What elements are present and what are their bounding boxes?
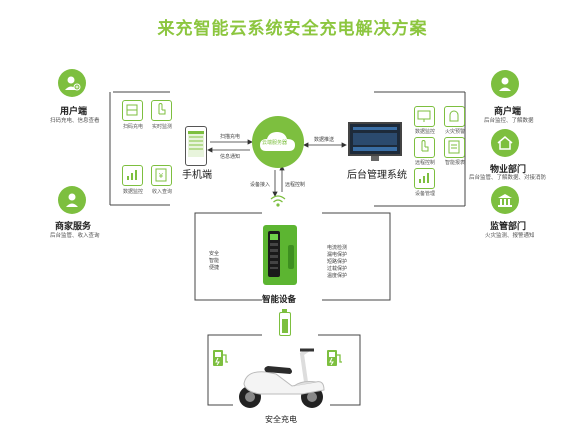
- phone-end-label: 手机端: [182, 170, 212, 181]
- supervision-dept-icon: [491, 186, 519, 214]
- merchant-end-icon: [491, 70, 519, 98]
- merchant-end-desc: 后台监控、了解数据: [484, 118, 534, 124]
- remote-control-icon: [414, 137, 435, 158]
- arrow-data-push-label: 数据推送: [314, 137, 335, 143]
- data-monitoring-label: 数据监控: [414, 129, 435, 135]
- arrow-scan-charge-label: 扫描充电: [220, 134, 241, 140]
- fire-warning-icon: [444, 106, 465, 127]
- device-protect-2: 漏电保护: [327, 252, 348, 258]
- cloud-server-node: [252, 116, 304, 168]
- merchant-end-label: 商户端: [494, 107, 522, 117]
- device-feature-safe: 安全: [209, 251, 220, 257]
- realtime-monitor-label: 实时监测: [151, 124, 172, 130]
- battery-icon: [279, 309, 291, 336]
- fire-warning-label: 火灾预警: [444, 129, 465, 135]
- property-dept-icon: [491, 129, 519, 157]
- wifi-icon: [270, 195, 286, 207]
- svg-text:¥: ¥: [159, 172, 164, 180]
- data-monitor-label: 数据监控: [122, 189, 143, 195]
- merchant-service-label: 商家服务: [55, 222, 92, 232]
- device-feature-smart: 智能: [209, 258, 220, 264]
- device-protect-1: 电流检测: [327, 245, 348, 251]
- smart-report-icon: [444, 137, 465, 158]
- device-feature-convenient: 便捷: [209, 265, 220, 271]
- cloud-label: 云端服务器: [262, 140, 288, 146]
- device-protect-5: 温度保护: [327, 273, 348, 279]
- device-management-icon: [414, 168, 435, 189]
- smart-report-label: 智能报表: [444, 160, 465, 166]
- income-query-label: 收入查询: [151, 189, 172, 195]
- merchant-service-icon: [58, 186, 86, 214]
- arrow-remote-control-label: 远程控制: [285, 182, 306, 188]
- scan-charge-label: 扫码充电: [122, 124, 143, 130]
- smart-device-label: 智能设备: [262, 295, 297, 305]
- electric-scooter-image: [232, 342, 332, 412]
- arrow-device-access-label: 设备接入: [250, 182, 271, 188]
- backend-system-label: 后台管理系统: [347, 170, 407, 181]
- backend-monitor-icon: [348, 122, 402, 156]
- remote-control-label: 远程控制: [414, 160, 435, 166]
- arrow-info-notice-label: 信息通知: [220, 154, 241, 160]
- user-icon: [58, 69, 86, 97]
- user-end-desc: 扫码充电、信息查看: [50, 118, 100, 124]
- scan-charge-icon: [122, 100, 143, 121]
- user-end-label: 用户端: [60, 107, 88, 117]
- data-monitor-icon: [122, 165, 143, 186]
- supervision-dept-desc: 火灾监测、报警通知: [485, 233, 535, 239]
- merchant-service-desc: 后台监管、收入查询: [50, 233, 100, 239]
- income-query-icon: ¥: [151, 165, 172, 186]
- charging-station-icon-left: [212, 349, 229, 368]
- smart-charger-device: [263, 225, 297, 285]
- supervision-dept-label: 监管部门: [490, 222, 527, 232]
- device-protect-3: 短路保护: [327, 259, 348, 265]
- device-protect-4: 过载保护: [327, 266, 348, 272]
- charging-station-icon-right: [326, 349, 343, 368]
- phone-icon: [185, 126, 207, 166]
- data-monitoring-icon: [414, 106, 435, 127]
- property-dept-desc: 后台监管、了解数据、对接消防: [469, 175, 547, 181]
- device-management-label: 设备管理: [414, 191, 435, 197]
- page-title: 来充智能云系统安全充电解决方案: [157, 19, 428, 39]
- safe-charging-label: 安全充电: [265, 415, 297, 424]
- property-dept-label: 物业部门: [490, 165, 527, 175]
- monitor-stand: [371, 156, 379, 161]
- realtime-monitor-icon: [151, 100, 172, 121]
